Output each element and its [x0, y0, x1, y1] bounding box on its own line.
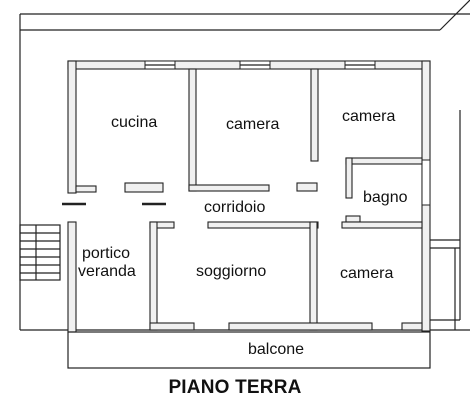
outer-walls: [67, 60, 431, 369]
room-label-camera-2: camera: [342, 108, 396, 125]
room-label-bagno: bagno: [363, 189, 408, 206]
room-label-veranda: veranda: [78, 263, 136, 280]
interior-walls: [62, 68, 423, 331]
room-label-portico: portico: [82, 245, 131, 262]
room-label-corridoio: corridoio: [204, 199, 266, 216]
room-label-camera-3: camera: [340, 265, 394, 282]
room-label-soggiorno: soggiorno: [196, 263, 267, 280]
entrance-steps: [19, 224, 61, 281]
plan-title: PIANO TERRA: [168, 377, 302, 398]
room-label-camera-1: camera: [226, 116, 280, 133]
room-label-cucina: cucina: [111, 114, 158, 131]
room-label-balcone: balcone: [248, 341, 305, 358]
right-annex: [430, 110, 461, 330]
